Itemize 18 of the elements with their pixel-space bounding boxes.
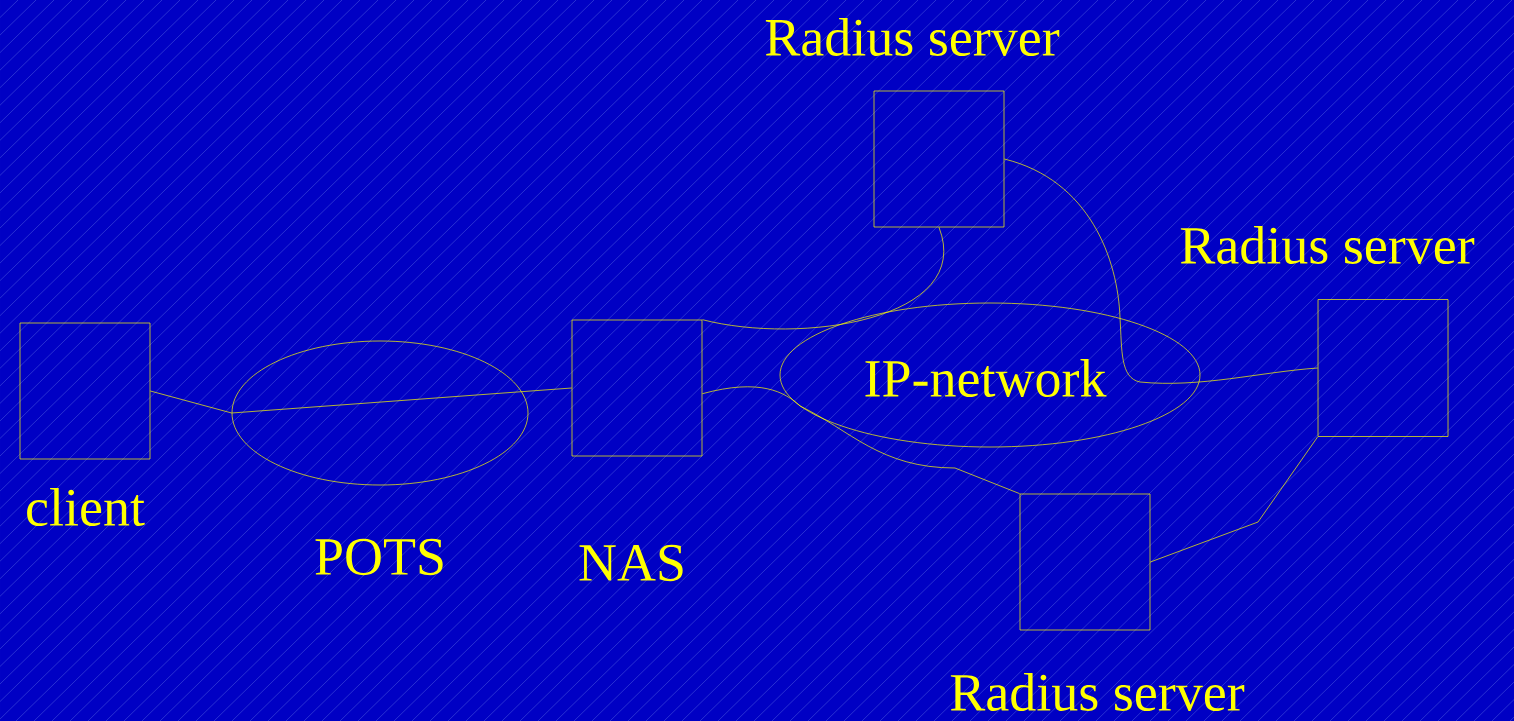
connection-line xyxy=(702,386,801,407)
node-label: Radius server xyxy=(765,18,1060,57)
node-label: POTS xyxy=(315,538,443,576)
connection-line xyxy=(1004,158,1121,319)
node-label: NAS xyxy=(579,544,683,582)
node-label: Radius server xyxy=(1180,226,1475,265)
connection-line xyxy=(1119,317,1318,384)
connection-line xyxy=(799,405,1020,494)
connection-line xyxy=(231,387,572,414)
server-box: NAS xyxy=(571,319,703,582)
connection-line xyxy=(150,390,232,414)
server-box: Radius server xyxy=(765,18,1060,228)
server-box: Radius server xyxy=(950,493,1245,711)
node-label: Radius server xyxy=(950,673,1245,712)
connection-line xyxy=(1150,436,1318,563)
client-box: client xyxy=(19,322,151,526)
connection-line xyxy=(702,227,945,330)
node-label: client xyxy=(27,488,145,527)
